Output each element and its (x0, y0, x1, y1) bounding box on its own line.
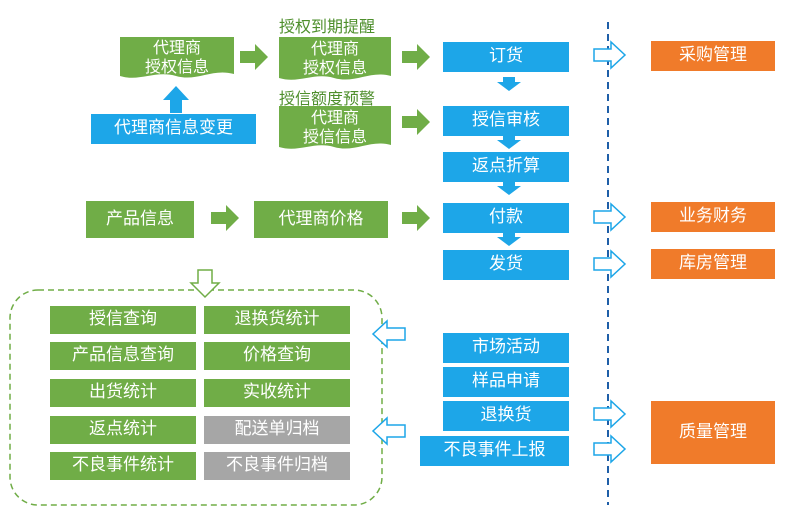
reports-container-border (9, 289, 383, 506)
report-return-stats: 退换货统计 (204, 306, 350, 334)
credit-doc-text: 代理商 授信信息 (302, 107, 367, 146)
arrow-right-3 (402, 109, 430, 135)
hollow-arrow-left-1 (371, 319, 406, 349)
arrow-right-5 (402, 205, 430, 231)
market-activity-box: 市场活动 (443, 333, 569, 363)
doc-shape-expiry (279, 37, 391, 80)
report-defect-archive: 不良事件归档 (204, 452, 350, 480)
report-credit-query: 授信查询 (50, 306, 196, 334)
hollow-arrow-quality-2 (593, 434, 627, 464)
credit-review-box: 授信审核 (443, 106, 569, 136)
arrow-down-3 (497, 181, 521, 195)
agent-auth-info-text: 代理商 授权信息 (144, 37, 209, 76)
report-product-query: 产品信息查询 (50, 342, 196, 370)
expiry-reminder-label: 授权到期提醒 (279, 17, 376, 36)
arrow-down-2 (497, 135, 521, 149)
credit-doc: 代理商 授信信息 (279, 106, 391, 158)
order-box: 订货 (443, 42, 569, 72)
dept-finance: 业务财务 (651, 202, 775, 232)
expiry-doc-text: 代理商 授权信息 (302, 38, 367, 77)
doc-shape-credit (279, 106, 391, 149)
report-defect-stats: 不良事件统计 (50, 452, 196, 480)
defect-report-box: 不良事件上报 (420, 436, 569, 466)
arrow-down-1 (497, 77, 521, 91)
agent-info-change-box: 代理商信息变更 (91, 114, 256, 144)
report-rebate-stats: 返点统计 (50, 416, 196, 444)
hollow-arrow-left-2 (371, 416, 406, 446)
doc-shape-agent-auth (120, 37, 234, 78)
product-info-box: 产品信息 (86, 201, 194, 238)
payment-box: 付款 (443, 203, 569, 233)
report-price-query: 价格查询 (204, 342, 350, 370)
hollow-arrow-finance (593, 202, 627, 232)
dept-quality: 质量管理 (651, 401, 775, 464)
credit-warning-label: 授信额度预警 (279, 89, 376, 108)
arrow-right-1 (240, 44, 268, 70)
hollow-arrow-purchasing (593, 40, 627, 70)
return-exchange-box: 退换货 (443, 401, 569, 431)
arrow-right-2 (402, 44, 430, 70)
arrow-right-4 (211, 205, 239, 231)
expiry-doc: 代理商 授权信息 (279, 37, 391, 89)
dept-warehouse: 库房管理 (651, 249, 775, 279)
agent-price-box: 代理商价格 (254, 201, 388, 238)
hollow-arrow-quality-1 (593, 399, 627, 429)
arrow-up-blue (163, 86, 189, 113)
shipping-box: 发货 (443, 250, 569, 280)
agent-auth-info-doc: 代理商 授权信息 (120, 37, 234, 87)
dept-purchasing: 采购管理 (651, 41, 775, 71)
report-receipt-stats: 实收统计 (204, 379, 350, 407)
arrow-down-4 (497, 232, 521, 246)
report-delivery-archive: 配送单归档 (204, 416, 350, 444)
rebate-calc-box: 返点折算 (443, 152, 569, 182)
hollow-arrow-down-green (189, 269, 221, 299)
report-shipment-stats: 出货统计 (50, 379, 196, 407)
sample-request-box: 样品申请 (443, 367, 569, 397)
hollow-arrow-warehouse (593, 249, 627, 279)
